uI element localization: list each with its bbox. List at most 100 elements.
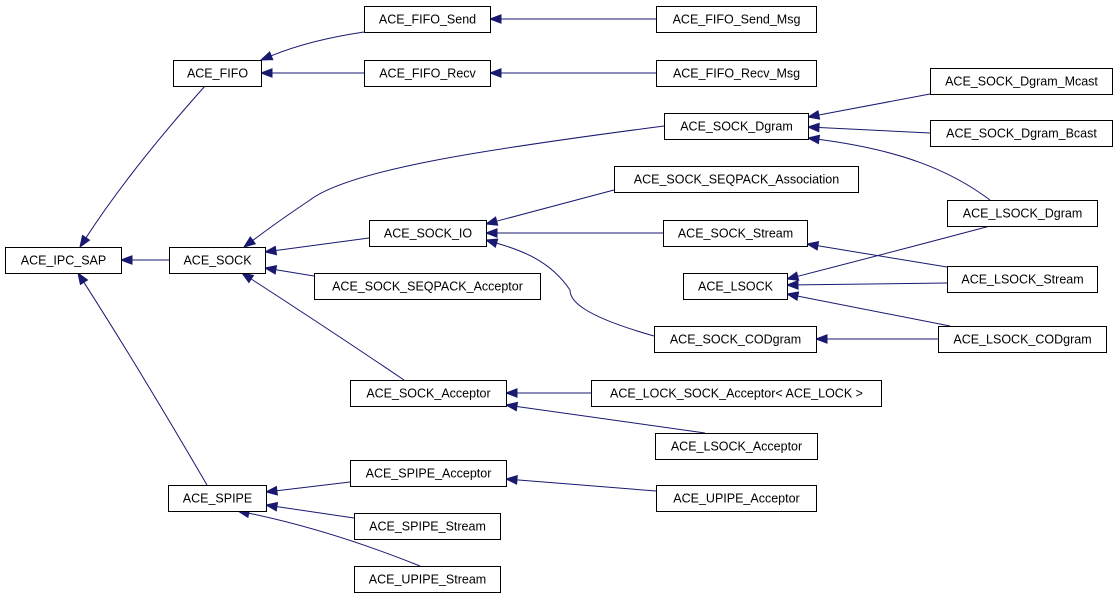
- node-box: [350, 380, 507, 407]
- edge-fifo_send-to-fifo: [259, 31, 365, 61]
- class-node-spipe-stream[interactable]: ACE_SPIPE_Stream: [354, 513, 501, 540]
- node-label: ACE_FIFO_Send_Msg: [673, 13, 801, 27]
- node-box: [614, 166, 859, 193]
- arrowhead-icon: [264, 485, 278, 496]
- arrowhead-icon: [79, 234, 91, 249]
- arrowhead-icon: [263, 264, 278, 275]
- node-label: ACE_SOCK_Dgram_Bcast: [946, 127, 1097, 141]
- class-node-fifo-recv[interactable]: ACE_FIFO_Recv: [364, 60, 491, 87]
- node-label: ACE_SOCK_Acceptor: [366, 387, 490, 401]
- node-label: ACE_FIFO_Recv_Msg: [673, 67, 800, 81]
- class-node-sock-seqpack-assoc[interactable]: ACE_SOCK_SEQPACK_Association: [614, 166, 859, 193]
- node-label: ACE_LSOCK_CODgram: [953, 333, 1091, 347]
- edge-spipe_acceptor-to-spipe: [264, 481, 351, 496]
- node-box: [173, 60, 262, 87]
- edge-line: [817, 245, 948, 268]
- edge-line: [275, 237, 370, 251]
- edge-lsock_codgram-to-lsock: [785, 291, 951, 327]
- arrowhead-icon: [484, 216, 499, 226]
- node-box: [938, 326, 1107, 353]
- node-box: [930, 120, 1113, 147]
- arrowhead-icon: [785, 291, 800, 302]
- class-node-lsock-acceptor[interactable]: ACE_LSOCK_Acceptor: [655, 433, 818, 460]
- arrowhead-icon: [259, 51, 274, 61]
- edge-lock_sock_acceptor-to-sock_acceptor: [504, 388, 591, 398]
- edge-line: [496, 189, 615, 222]
- node-box: [930, 68, 1113, 95]
- class-node-fifo[interactable]: ACE_FIFO: [173, 60, 262, 87]
- edge-line: [85, 85, 206, 239]
- edge-line: [252, 125, 665, 241]
- class-node-sock-dgram-mcast[interactable]: ACE_SOCK_Dgram_Mcast: [930, 68, 1113, 95]
- node-box: [664, 113, 809, 140]
- arrowhead-icon: [806, 134, 821, 145]
- class-node-lsock[interactable]: ACE_LSOCK: [683, 273, 788, 300]
- class-node-lsock-stream[interactable]: ACE_LSOCK_Stream: [947, 266, 1098, 293]
- edge-line: [250, 278, 405, 381]
- node-box: [350, 460, 507, 487]
- arrowhead-icon: [263, 245, 278, 256]
- node-box: [5, 247, 122, 274]
- arrowhead-icon: [814, 334, 828, 344]
- edge-fifo_recv_msg-to-fifo_recv: [488, 68, 656, 78]
- node-label: ACE_IPC_SAP: [21, 254, 106, 268]
- edge-line: [818, 93, 931, 116]
- class-node-upipe-stream[interactable]: ACE_UPIPE_Stream: [354, 566, 501, 593]
- class-node-spipe[interactable]: ACE_SPIPE: [168, 485, 267, 512]
- class-node-sock-seqpack-acceptor[interactable]: ACE_SOCK_SEQPACK_Acceptor: [314, 273, 541, 300]
- arrowhead-icon: [504, 475, 518, 485]
- class-node-sock-dgram[interactable]: ACE_SOCK_Dgram: [664, 113, 809, 140]
- class-node-lock-sock-acceptor[interactable]: ACE_LOCK_SOCK_Acceptor< ACE_LOCK >: [591, 380, 882, 407]
- arrowhead-icon: [119, 255, 133, 265]
- inheritance-edges: [77, 14, 991, 567]
- node-label: ACE_LSOCK_Stream: [961, 273, 1083, 287]
- class-node-sock-dgram-bcast[interactable]: ACE_SOCK_Dgram_Bcast: [930, 120, 1113, 147]
- arrowhead-icon: [484, 238, 499, 248]
- node-label: ACE_UPIPE_Acceptor: [673, 492, 799, 506]
- node-box: [314, 273, 541, 300]
- class-nodes: ACE_IPC_SAP ACE_FIFO ACE_SOCK ACE_SPIPE ACE_…: [5, 6, 1113, 593]
- edge-fifo_recv-to-fifo: [259, 68, 364, 78]
- class-node-lsock-codgram[interactable]: ACE_LSOCK_CODgram: [938, 326, 1107, 353]
- node-label: ACE_UPIPE_Stream: [369, 573, 486, 587]
- node-box: [169, 247, 266, 274]
- node-label: ACE_LOCK_SOCK_Acceptor< ACE_LOCK >: [610, 387, 863, 401]
- edge-sock_acceptor-to-sock: [240, 272, 405, 381]
- class-node-sock-codgram[interactable]: ACE_SOCK_CODgram: [654, 326, 817, 353]
- class-node-sock-stream[interactable]: ACE_SOCK_Stream: [663, 220, 808, 247]
- class-node-upipe-acceptor[interactable]: ACE_UPIPE_Acceptor: [656, 485, 817, 512]
- class-node-fifo-recv-msg[interactable]: ACE_FIFO_Recv_Msg: [656, 60, 817, 87]
- class-node-spipe-acceptor[interactable]: ACE_SPIPE_Acceptor: [350, 460, 507, 487]
- class-node-sock-acceptor[interactable]: ACE_SOCK_Acceptor: [350, 380, 507, 407]
- arrowhead-icon: [806, 122, 820, 133]
- edge-sock_stream-to-sock_io: [484, 228, 663, 238]
- class-node-lsock-dgram[interactable]: ACE_LSOCK_Dgram: [947, 200, 1098, 227]
- arrowhead-icon: [264, 501, 279, 512]
- edge-sock_seqpack_assoc-to-sock_io: [484, 189, 615, 226]
- node-label: ACE_LSOCK_Dgram: [963, 207, 1083, 221]
- arrowhead-icon: [484, 228, 498, 238]
- node-label: ACE_SPIPE: [183, 492, 252, 506]
- class-node-fifo-send-msg[interactable]: ACE_FIFO_Send_Msg: [656, 6, 817, 33]
- arrowhead-icon: [806, 109, 821, 120]
- arrowhead-icon: [504, 388, 518, 398]
- edge-lsock_dgram-to-sock_dgram: [806, 134, 991, 201]
- class-node-sock[interactable]: ACE_SOCK: [169, 247, 266, 274]
- node-box: [656, 6, 817, 33]
- class-node-fifo-send[interactable]: ACE_FIFO_Send: [364, 6, 491, 33]
- class-node-ipc-sap[interactable]: ACE_IPC_SAP: [5, 247, 122, 274]
- edge-line: [248, 512, 421, 567]
- edge-line: [818, 138, 991, 201]
- node-box: [369, 220, 487, 247]
- arrowhead-icon: [785, 279, 799, 290]
- edge-fifo-to-ipc_sap: [79, 85, 206, 249]
- class-node-sock-io[interactable]: ACE_SOCK_IO: [369, 220, 487, 247]
- arrowhead-icon: [488, 14, 502, 24]
- node-box: [656, 485, 817, 512]
- edge-sock_dgram_bcast-to-sock_dgram: [806, 122, 931, 134]
- edge-spipe-to-ipc_sap: [77, 271, 208, 486]
- node-label: ACE_LSOCK: [698, 280, 774, 294]
- node-label: ACE_SOCK_SEQPACK_Association: [634, 173, 839, 187]
- node-box: [683, 273, 788, 300]
